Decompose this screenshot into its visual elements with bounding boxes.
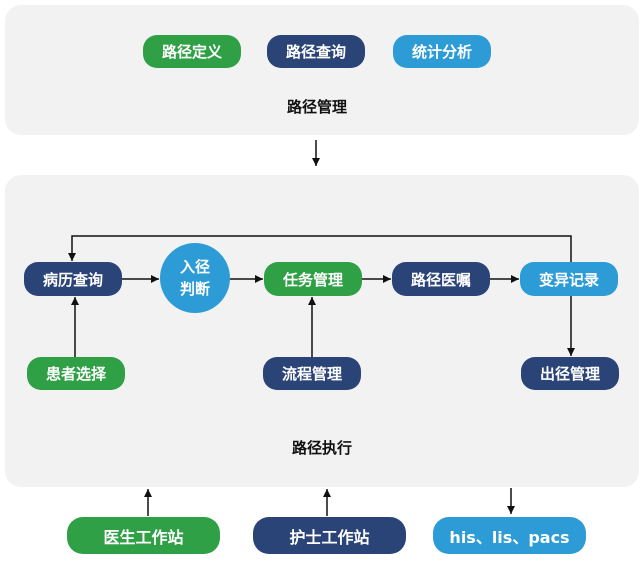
exit-management-node: 出径管理 bbox=[521, 357, 619, 390]
variation-record-node: 变异记录 bbox=[520, 262, 618, 296]
task-management-node: 任务管理 bbox=[264, 262, 362, 296]
execution-panel bbox=[5, 175, 639, 487]
entry-decision-line-2: 判断 bbox=[179, 280, 210, 298]
nurse-workstation-node: 护士工作站 bbox=[253, 517, 406, 554]
path-definition-node: 路径定义 bbox=[143, 35, 241, 68]
entry-decision-line-1: 入径 bbox=[179, 258, 210, 276]
statistics-node: 统计分析 bbox=[393, 35, 491, 68]
path-orders-node: 路径医嘱 bbox=[392, 262, 490, 296]
process-management-node: 流程管理 bbox=[263, 357, 361, 390]
management-panel bbox=[5, 5, 639, 135]
his-lis-pacs-node: his、lis、pacs bbox=[433, 517, 586, 554]
patient-selection-node: 患者选择 bbox=[27, 357, 125, 390]
management-panel-title: 路径管理 bbox=[286, 98, 347, 116]
doctor-workstation-node: 医生工作站 bbox=[67, 517, 220, 554]
record-query-node: 病历查询 bbox=[24, 262, 122, 296]
entry-decision-node: 入径 判断 bbox=[160, 243, 230, 313]
path-query-node: 路径查询 bbox=[267, 35, 365, 68]
execution-panel-title: 路径执行 bbox=[291, 439, 352, 457]
